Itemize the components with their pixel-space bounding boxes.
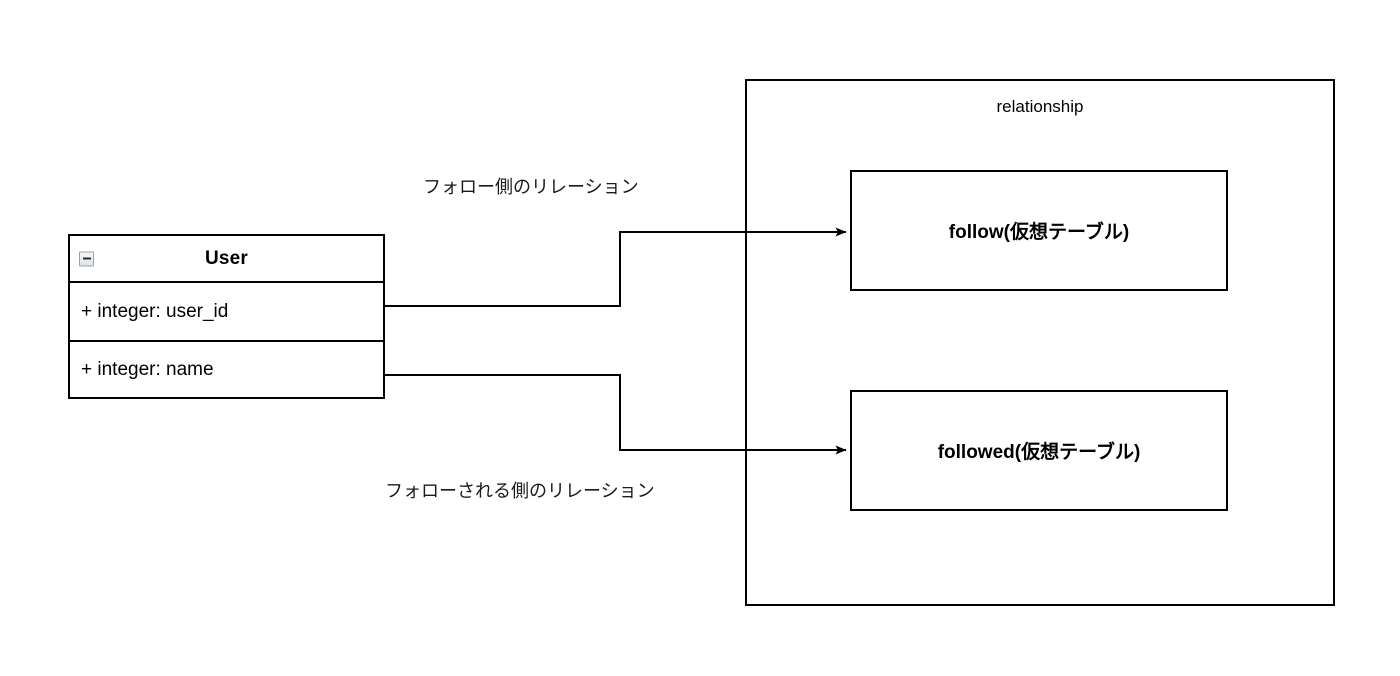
- edge-label-followed: フォローされる側のリレーション: [385, 481, 655, 501]
- virtual-table-follow[interactable]: follow(仮想テーブル): [850, 170, 1228, 291]
- uml-attribute-text: + integer: user_id: [81, 300, 229, 322]
- minus-glyph: [82, 257, 91, 260]
- uml-attribute-row: + integer: name: [70, 340, 383, 397]
- virtual-table-label: followed(仮想テーブル): [937, 442, 1141, 463]
- uml-attribute-row: + integer: user_id: [70, 283, 383, 340]
- relationship-container: relationship: [745, 79, 1335, 606]
- virtual-table-label: follow(仮想テーブル): [948, 222, 1130, 243]
- relationship-title: relationship: [996, 97, 1084, 116]
- uml-attribute-text: + integer: name: [81, 358, 214, 380]
- edge-label-follow: フォロー側のリレーション: [423, 177, 639, 197]
- virtual-table-followed[interactable]: followed(仮想テーブル): [850, 390, 1228, 511]
- uml-class-title: User: [204, 247, 249, 269]
- uml-class-user[interactable]: User + integer: user_id + integer: name: [68, 234, 385, 399]
- minus-collapse-icon[interactable]: [79, 251, 94, 266]
- uml-class-header: User: [70, 236, 383, 283]
